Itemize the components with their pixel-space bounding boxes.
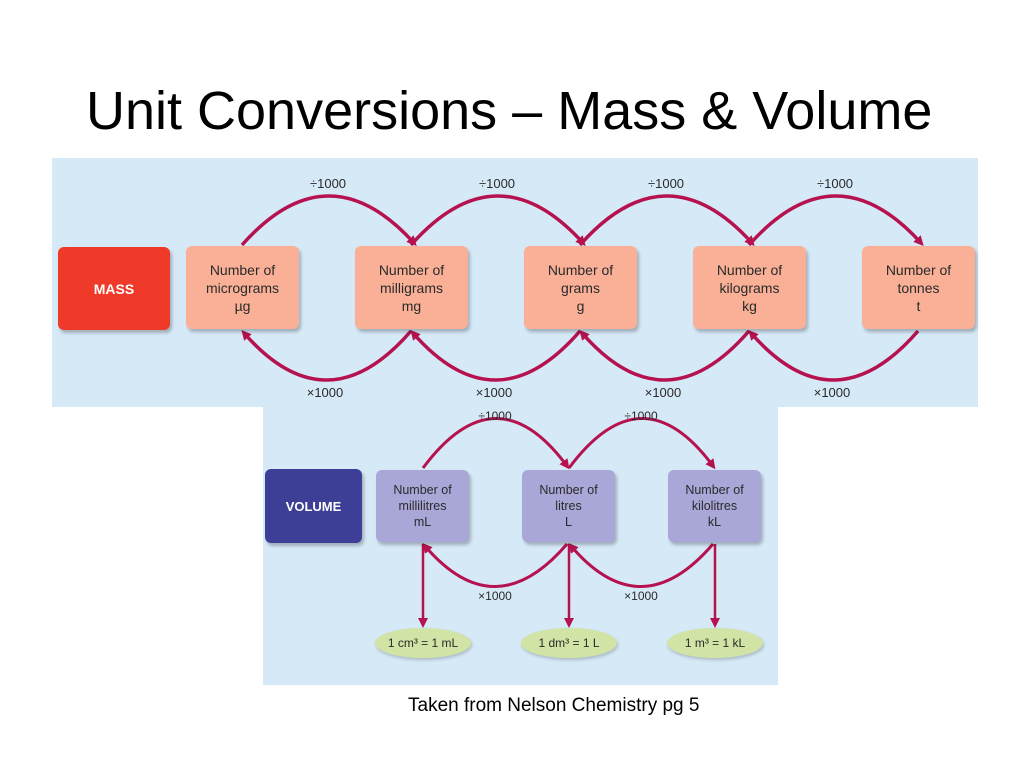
- equivalence-l: 1 dm³ = 1 L: [521, 628, 617, 658]
- unit-symbol: g: [576, 297, 585, 314]
- equivalence-kl: 1 m³ = 1 kL: [667, 628, 763, 658]
- mass-unit-kilograms: Number of kilograms kg: [693, 246, 806, 329]
- unit-line1: Number of: [716, 261, 783, 278]
- mass-multiply-label: ×1000: [306, 385, 344, 400]
- volume-multiply-label: ×1000: [478, 589, 512, 603]
- unit-name: litres: [555, 499, 582, 513]
- unit-symbol: µg: [234, 297, 251, 314]
- unit-name: grams: [561, 279, 600, 296]
- volume-unit-litres: Number of litres L: [522, 470, 615, 542]
- unit-symbol: kL: [707, 515, 722, 529]
- volume-multiply-label: ×1000: [624, 589, 658, 603]
- unit-line1: Number of: [685, 483, 744, 497]
- unit-name: kilolitres: [691, 499, 738, 513]
- mass-unit-tonnes: Number of tonnes t: [862, 246, 975, 329]
- mass-unit-grams: Number of grams g: [524, 246, 637, 329]
- mass-divide-label: ÷1000: [478, 176, 516, 191]
- mass-unit-micrograms: Number of micrograms µg: [186, 246, 299, 329]
- mass-unit-milligrams: Number of milligrams mg: [355, 246, 468, 329]
- unit-name: millilitres: [398, 499, 447, 513]
- volume-unit-kilolitres: Number of kilolitres kL: [668, 470, 761, 542]
- mass-multiply-label: ×1000: [813, 385, 851, 400]
- unit-line1: Number of: [885, 261, 952, 278]
- volume-label: VOLUME: [265, 469, 362, 543]
- volume-unit-millilitres: Number of millilitres mL: [376, 470, 469, 542]
- mass-divide-label: ÷1000: [816, 176, 854, 191]
- source-credit: Taken from Nelson Chemistry pg 5: [408, 695, 700, 716]
- mass-divide-label: ÷1000: [647, 176, 685, 191]
- unit-line1: Number of: [539, 483, 598, 497]
- unit-line1: Number of: [393, 483, 452, 497]
- unit-line1: Number of: [547, 261, 614, 278]
- volume-divide-label: ÷1000: [624, 409, 658, 423]
- mass-multiply-label: ×1000: [644, 385, 682, 400]
- unit-symbol: kg: [742, 297, 757, 314]
- unit-symbol: mg: [401, 297, 422, 314]
- equivalence-ml: 1 cm³ = 1 mL: [375, 628, 471, 658]
- unit-name: tonnes: [897, 279, 940, 296]
- unit-symbol: mL: [413, 515, 432, 529]
- volume-divide-label: ÷1000: [478, 409, 512, 423]
- unit-symbol: t: [916, 297, 921, 314]
- unit-line1: Number of: [378, 261, 445, 278]
- mass-divide-label: ÷1000: [309, 176, 347, 191]
- unit-symbol: L: [565, 515, 572, 529]
- mass-multiply-label: ×1000: [475, 385, 513, 400]
- unit-name: kilograms: [719, 279, 780, 296]
- mass-label: MASS: [58, 247, 170, 330]
- unit-name: milligrams: [380, 279, 443, 296]
- slide-title: Unit Conversions – Mass & Volume: [86, 81, 933, 141]
- unit-line1: Number of: [209, 261, 276, 278]
- unit-name: micrograms: [205, 279, 280, 296]
